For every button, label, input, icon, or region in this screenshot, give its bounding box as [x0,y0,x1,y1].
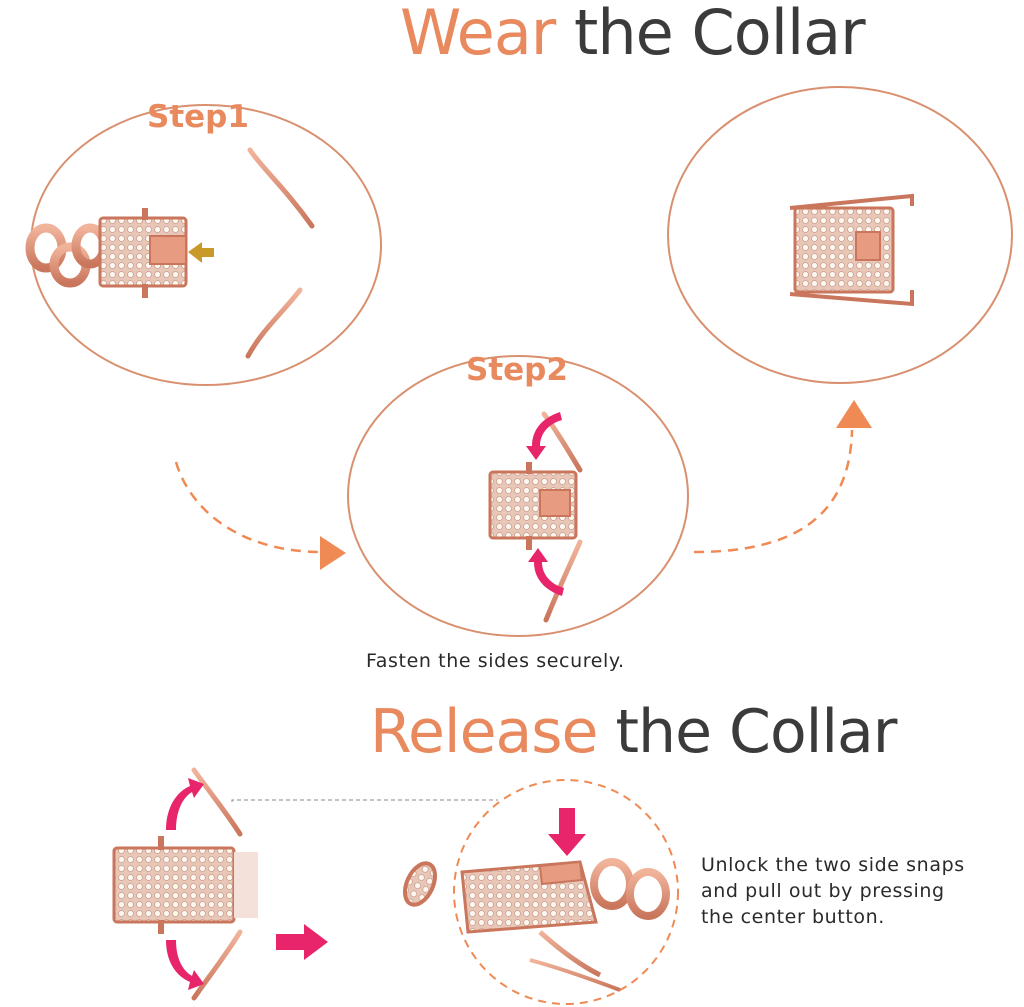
center-button-press-arrow-icon [548,808,586,856]
wear-title-accent: Wear [400,0,556,69]
wear-title-rest: the Collar [574,0,866,69]
release-side-snap-icon [191,767,243,1001]
zoom-clasp-icon [460,858,670,992]
step2-label: Step2 [466,352,568,388]
flow-arrow-right-icon [693,400,872,554]
step1-chain-icon [25,223,109,288]
step2-circle [347,355,689,637]
step2-press-arrow-top-icon [526,412,562,460]
step1-clasp-icon [98,208,188,298]
release-caption-line-3: the center button. [701,906,885,928]
zoom-circle [453,779,679,1005]
zoom-connector-line [231,799,498,802]
release-lift-arrow-top-icon [166,778,204,830]
release-caption-line-2: and pull out by pressing [701,880,945,902]
step1-circle [30,104,382,386]
step1-gold-arrow-icon [188,242,214,263]
release-caption: Unlock the two side snaps and pull out b… [701,852,965,930]
flow-arrow-left-icon [174,461,346,570]
step2-clasp-icon [488,462,578,550]
chain-link-icon [402,861,438,907]
step1-label: Step1 [147,99,249,135]
step2-press-arrow-bottom-icon [528,548,564,596]
result-clasp-icon [789,193,914,307]
release-title: Release the Collar [370,697,898,767]
release-caption-line-1: Unlock the two side snaps [701,854,965,876]
wear-caption: Fasten the sides securely. [366,650,625,672]
step1-side-snap-icon [245,147,315,359]
release-pull-arrow-icon [276,924,328,960]
release-lift-arrow-bottom-icon [166,940,204,990]
release-title-rest: the Collar [615,697,898,767]
release-clasp-icon [112,836,258,934]
wear-title: Wear the Collar [400,0,866,69]
result-circle [667,86,1013,384]
release-title-accent: Release [370,697,598,767]
